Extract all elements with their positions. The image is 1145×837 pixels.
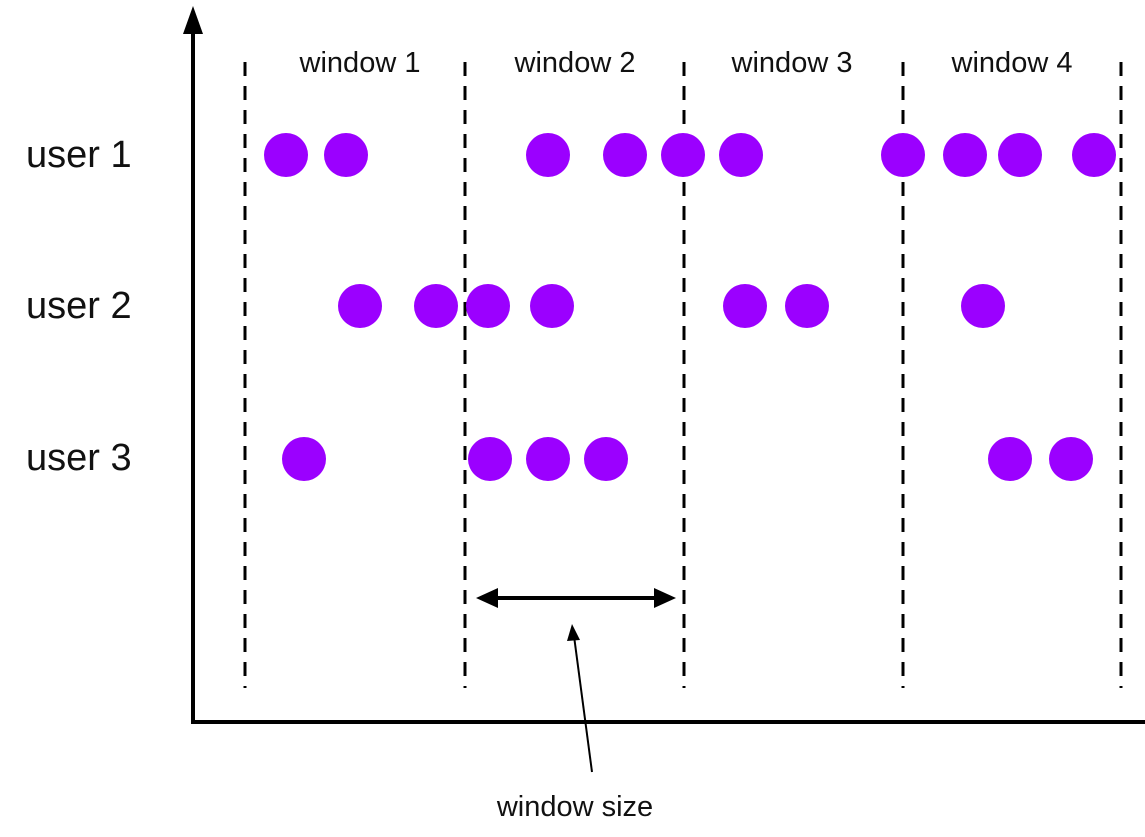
event-dot-user-1 [881,133,925,177]
event-dot-user-1 [526,133,570,177]
event-dot-user-3 [988,437,1032,481]
event-dot-user-1 [943,133,987,177]
window-label-4: window 4 [951,47,1073,79]
window-label-2: window 2 [514,47,636,79]
event-dot-user-2 [723,284,767,328]
event-dot-user-1 [603,133,647,177]
window-size-annotation: window size [476,588,676,823]
event-dot-user-2 [338,284,382,328]
event-dot-user-1 [324,133,368,177]
arrowhead-left-icon [476,588,498,608]
event-dot-user-3 [468,437,512,481]
event-dot-user-2 [466,284,510,328]
window-size-label: window size [496,791,653,823]
event-dot-user-3 [526,437,570,481]
user-label-2: user 2 [26,285,132,327]
event-dot-user-2 [961,284,1005,328]
event-dot-user-2 [414,284,458,328]
event-dot-user-3 [1049,437,1093,481]
event-dot-user-3 [282,437,326,481]
event-dot-user-1 [719,133,763,177]
pointer-line [573,635,593,773]
window-labels: window 1 window 2 window 3 window 4 [299,47,1073,79]
pointer-arrow-icon [567,624,580,641]
event-dot-user-3 [584,437,628,481]
event-dot-user-2 [530,284,574,328]
event-dot-user-1 [1072,133,1116,177]
window-label-3: window 3 [731,47,853,79]
user-labels: user 1 user 2 user 3 [26,134,132,479]
user-label-1: user 1 [26,134,132,176]
event-dot-user-1 [264,133,308,177]
event-dots [264,133,1116,481]
axes [183,6,1145,724]
y-axis-arrow-icon [183,6,203,34]
event-dot-user-2 [785,284,829,328]
arrowhead-right-icon [654,588,676,608]
event-dot-user-1 [661,133,705,177]
window-label-1: window 1 [299,47,421,79]
event-dot-user-1 [998,133,1042,177]
user-label-3: user 3 [26,437,132,479]
